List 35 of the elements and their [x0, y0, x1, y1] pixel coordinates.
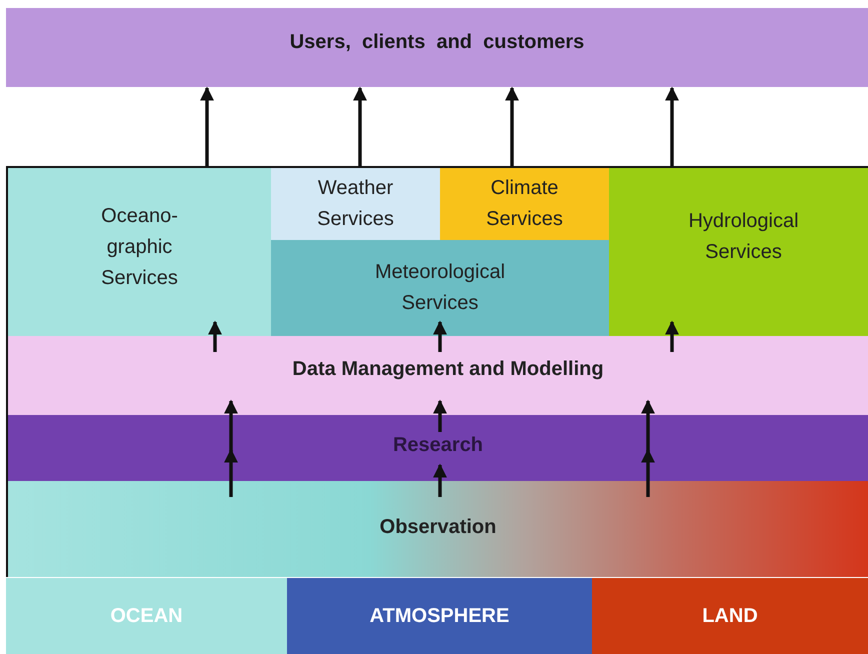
domain-band — [6, 578, 287, 654]
arrow — [224, 400, 238, 455]
arrow — [353, 86, 367, 166]
layer-band — [8, 481, 868, 577]
box-label: Climate Services — [485, 176, 564, 232]
box-label: OCEAN — [110, 604, 183, 628]
users-band — [6, 8, 868, 87]
arrow — [665, 86, 679, 166]
box-label: LAND — [702, 604, 758, 628]
arrow — [433, 400, 447, 432]
service-box — [271, 168, 440, 240]
box-label: Data Management and Modelling — [292, 357, 604, 382]
box-label: ATMOSPHERE — [370, 604, 510, 628]
box-label: Hydrological Services — [687, 209, 800, 265]
service-box — [609, 168, 868, 336]
box-label: Weather Services — [316, 176, 395, 232]
arrow — [665, 320, 679, 352]
domain-band — [287, 578, 592, 654]
domain-band — [592, 578, 868, 654]
arrow — [641, 400, 655, 455]
service-box — [271, 240, 609, 336]
service-box — [8, 168, 271, 336]
arrow — [208, 320, 222, 352]
arrow — [505, 86, 519, 166]
box-label: Observation — [380, 514, 496, 540]
arrow — [433, 320, 447, 352]
box-label: Meteorological Services — [374, 260, 506, 316]
box-label: Users, clients and customers — [290, 30, 584, 55]
layer-band — [8, 336, 868, 415]
box-label: Research — [392, 432, 484, 458]
box-label: Oceano- graphic Services — [100, 204, 179, 290]
arrow — [200, 86, 214, 166]
service-box — [440, 168, 609, 240]
arrow — [433, 464, 447, 497]
layer-band — [8, 415, 868, 481]
